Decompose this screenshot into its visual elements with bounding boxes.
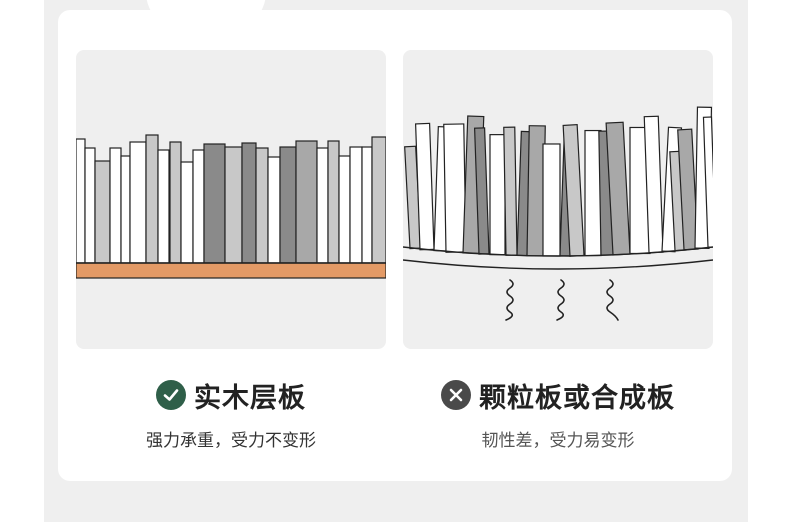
- right-book-11: [542, 143, 561, 257]
- vibration-line-2: [556, 279, 565, 321]
- left-book-15: [255, 147, 269, 264]
- cross-circle-icon: [441, 380, 471, 410]
- left-book-18: [295, 140, 318, 264]
- left-book-23: [361, 146, 373, 264]
- particle-board-title: 颗粒板或合成板: [479, 382, 675, 414]
- left-book-1: [76, 138, 86, 264]
- left-book-16: [267, 156, 281, 264]
- solid-wood-caption: 实木层板 强力承重，受力不变形: [76, 376, 386, 451]
- left-book-3: [94, 160, 111, 264]
- left-book-2: [84, 147, 96, 264]
- left-book-8: [157, 149, 170, 264]
- left-book-24: [371, 136, 386, 264]
- check-circle-icon: [156, 380, 186, 410]
- card-top-decoration: [146, 0, 266, 32]
- vibration-line-1: [505, 279, 514, 321]
- left-books-group: [76, 134, 386, 264]
- right-book-4: [443, 123, 467, 253]
- left-book-7: [145, 134, 159, 264]
- left-book-13: [224, 146, 243, 264]
- solid-wood-title-row: 实木层板: [76, 376, 386, 414]
- particle-board-caption: 颗粒板或合成板 韧性差，受力易变形: [403, 376, 713, 451]
- vibration-line-3: [606, 279, 619, 321]
- vibration-lines: [505, 279, 619, 321]
- bent-shelf-top: [403, 246, 713, 257]
- left-book-19: [316, 147, 329, 264]
- left-book-14: [241, 142, 257, 264]
- left-book-20: [327, 140, 340, 264]
- solid-wood-subtitle: 强力承重，受力不变形: [146, 431, 316, 451]
- left-book-5: [120, 155, 131, 264]
- solid-wood-shelf-drawing: [76, 134, 386, 279]
- particle-board-illustration: [403, 50, 713, 349]
- particle-board-title-row: 颗粒板或合成板: [403, 376, 713, 414]
- left-book-4: [109, 147, 122, 264]
- particle-board-subtitle: 韧性差，受力易变形: [481, 431, 635, 451]
- left-book-9: [169, 141, 182, 264]
- left-book-10: [180, 161, 194, 264]
- left-book-11: [192, 149, 205, 264]
- left-book-17: [279, 146, 297, 264]
- left-book-21: [338, 155, 351, 264]
- solid-wood-illustration: [76, 50, 386, 349]
- left-book-22: [349, 146, 363, 264]
- bent-shelf-bottom: [403, 259, 713, 270]
- right-book-8: [503, 126, 518, 256]
- particle-board-shelf-drawing: [403, 106, 713, 321]
- left-book-6: [129, 141, 147, 264]
- solid-wood-title: 实木层板: [194, 382, 306, 414]
- right-book-7: [489, 134, 506, 256]
- right-books-group: [404, 106, 713, 257]
- left-book-12: [203, 143, 226, 264]
- wood-shelf-board: [76, 262, 386, 279]
